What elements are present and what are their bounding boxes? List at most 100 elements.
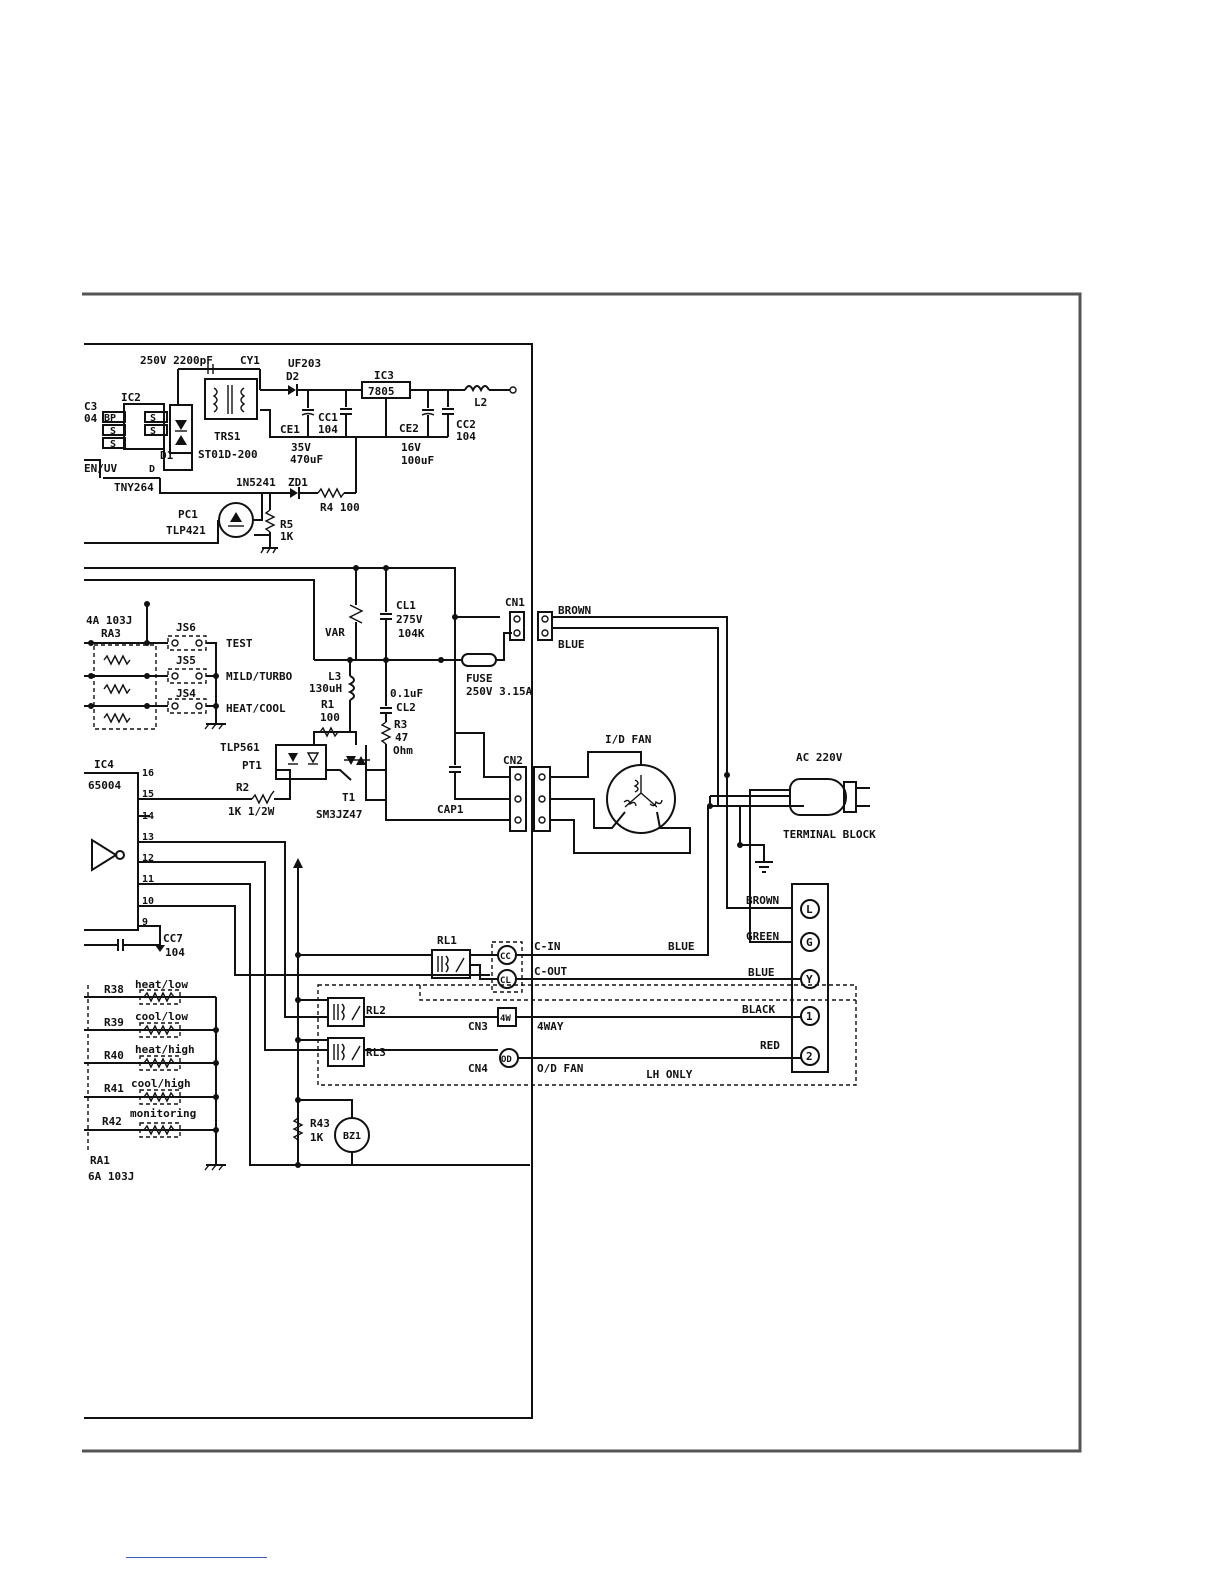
ic4-pin-9: 9 <box>142 917 148 928</box>
tb-terminal-2: 2 <box>806 1050 813 1063</box>
r39-label: R39 <box>104 1016 124 1029</box>
r40-label: R40 <box>104 1049 124 1062</box>
ce2-label: CE2 <box>399 422 419 435</box>
cn4-label: CN4 <box>468 1062 488 1075</box>
d1-label: D1 <box>160 449 174 462</box>
cc2-value: 104 <box>456 430 476 443</box>
tny264-label: TNY264 <box>114 481 154 494</box>
ic2-pin-enuv: EN/UV <box>84 462 117 475</box>
cy1-rating: 250V 2200pF <box>140 354 213 367</box>
cy1-label: CY1 <box>240 354 260 367</box>
t1-part: SM3JZ47 <box>316 808 362 821</box>
d2-part: UF203 <box>288 357 321 370</box>
c3-label: C3 <box>84 400 97 413</box>
power-supply-section: 250V 2200pF CY1 UF203 D2 IC3 7805 L2 C3 … <box>84 354 517 554</box>
ic2-pin-s2: S <box>110 439 116 450</box>
tb-brown-label: BROWN <box>746 894 779 907</box>
ic2-pin-s4: S <box>150 426 156 437</box>
cc7-value: 104 <box>165 946 185 959</box>
rl2-label: RL2 <box>366 1004 386 1017</box>
ce1-label: CE1 <box>280 423 300 436</box>
js4-label: JS4 <box>176 687 196 700</box>
pc1-part: TLP421 <box>166 524 206 537</box>
tlp561-label: TLP561 <box>220 741 260 754</box>
heat-cool-label: HEAT/COOL <box>226 702 286 715</box>
cool-high-label: cool/high <box>131 1077 191 1090</box>
cl-terminal-label: CL <box>500 976 511 986</box>
pt1-label: PT1 <box>242 759 262 772</box>
ic2-pin-s1: S <box>110 426 116 437</box>
cl2-capacitance: 0.1uF <box>390 687 423 700</box>
heat-high-label: heat/high <box>135 1043 195 1056</box>
cl1-capacitance: 104K <box>398 627 425 640</box>
r3-value: 47 <box>395 731 408 744</box>
r43-label: R43 <box>310 1117 330 1130</box>
cc2-label: CC2 <box>456 418 476 431</box>
cn1-label: CN1 <box>505 596 525 609</box>
r2-label: R2 <box>236 781 249 794</box>
rl3-label: RL3 <box>366 1046 386 1059</box>
zd1-label: ZD1 <box>288 476 308 489</box>
ic4-pin-15: 15 <box>142 789 154 800</box>
cc1-label: CC1 <box>318 411 338 424</box>
trs1-part: ST01D-200 <box>198 448 258 461</box>
cc-terminal-label: CC <box>500 952 511 962</box>
heat-low-label: heat/low <box>135 978 188 991</box>
js5-label: JS5 <box>176 654 196 667</box>
ce1-voltage: 35V <box>291 441 311 454</box>
c-in-label: C-IN <box>534 940 561 953</box>
ic4-pin-16: 16 <box>142 768 154 779</box>
connector-section: CN1 BROWN BLUE CAP1 CN2 I/D FAN AC 220V … <box>437 596 876 1073</box>
ra1-value: 6A 103J <box>88 1170 134 1183</box>
c-out-label: C-OUT <box>534 965 567 978</box>
ic4-pin-11: 11 <box>142 874 154 885</box>
var-label: VAR <box>325 626 345 639</box>
ic4-section: IC4 65004 16 15 14 13 12 11 10 9 R2 1K 1… <box>84 758 530 1166</box>
ic4-pin-10: 10 <box>142 896 154 907</box>
ic2-pin-s3: S <box>150 413 156 424</box>
r3-unit: Ohm <box>393 744 413 757</box>
cl2-label: CL2 <box>396 701 416 714</box>
zd1-part: 1N5241 <box>236 476 276 489</box>
mild-turbo-label: MILD/TURBO <box>226 670 293 683</box>
pcb-outline <box>84 343 533 1419</box>
r1-value: 100 <box>320 711 340 724</box>
rl1-label: RL1 <box>437 934 457 947</box>
tb-red-label: RED <box>760 1039 780 1052</box>
cap1-label: CAP1 <box>437 803 464 816</box>
r3-label: R3 <box>394 718 407 731</box>
outer-frame <box>82 292 1082 1453</box>
od-fan-label: O/D FAN <box>537 1062 583 1075</box>
ce1-capacitance: 470uF <box>290 453 323 466</box>
ic3-label: IC3 <box>374 369 394 382</box>
l2-label: L2 <box>474 396 487 409</box>
cn2-label: CN2 <box>503 754 523 767</box>
l3-label: L3 <box>328 670 341 683</box>
footer-underline <box>126 1557 267 1558</box>
ic4-pin-13: 13 <box>142 832 154 843</box>
test-label: TEST <box>226 637 253 650</box>
id-fan-label: I/D FAN <box>605 733 651 746</box>
ic2-label: IC2 <box>121 391 141 404</box>
tb-terminal-l: L <box>806 903 813 916</box>
cl1-label: CL1 <box>396 599 416 612</box>
ic2-pin-bp: BP <box>104 413 116 424</box>
r2-value: 1K 1/2W <box>228 805 275 818</box>
ac-220v-label: AC 220V <box>796 751 843 764</box>
ra3-value: 4A 103J <box>86 614 132 627</box>
l3-value: 130uH <box>309 682 342 695</box>
ic4-part: 65004 <box>88 779 121 792</box>
r4-label: R4 100 <box>320 501 360 514</box>
monitoring-label: monitoring <box>130 1107 196 1120</box>
fuse-rating: 250V 3.15A <box>466 685 533 698</box>
cool-low-label: cool/low <box>135 1010 188 1023</box>
t1-label: T1 <box>342 791 356 804</box>
js6-label: JS6 <box>176 621 196 634</box>
ra1-label: RA1 <box>90 1154 110 1167</box>
d2-label: D2 <box>286 370 299 383</box>
relay-section: RL1 CC CL C-IN C-OUT BLUE RL2 RL3 CN3 4W… <box>293 806 857 1168</box>
bz1-label: BZ1 <box>343 1131 361 1142</box>
tb-terminal-y: Y <box>806 973 813 986</box>
ce2-voltage: 16V <box>401 441 421 454</box>
